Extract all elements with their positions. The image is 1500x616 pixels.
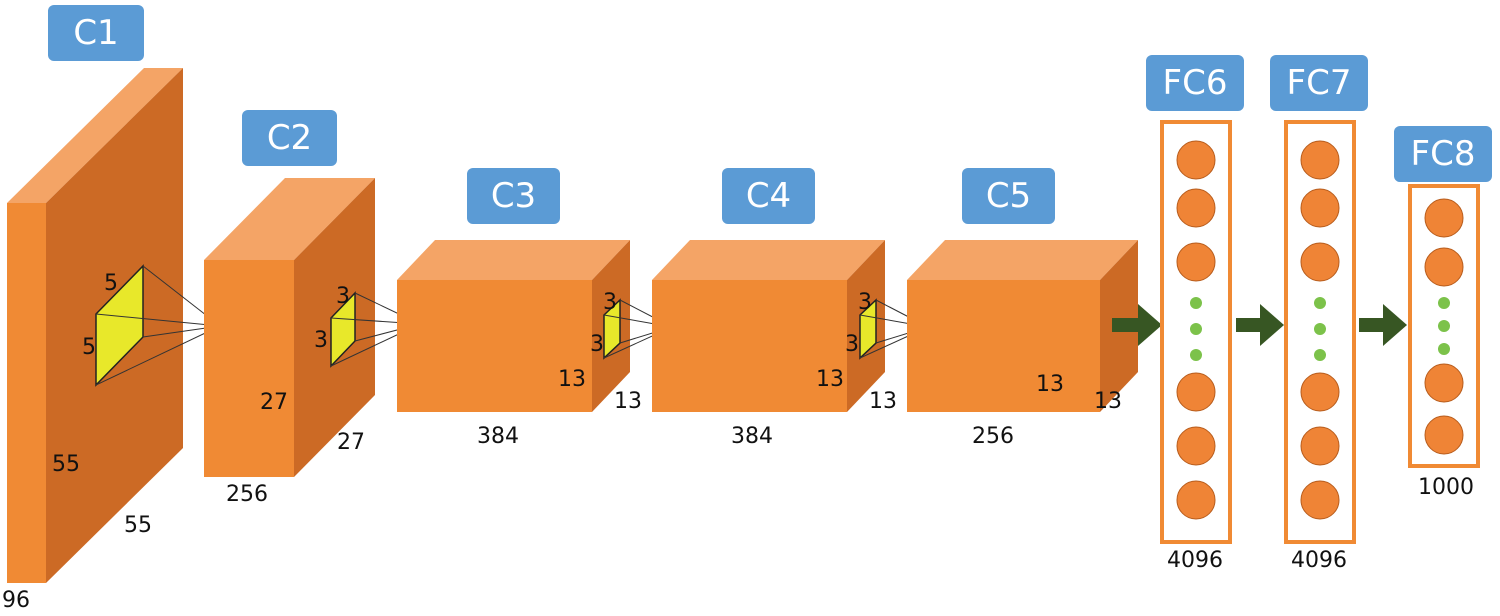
fc6-neuron [1176, 480, 1216, 520]
c2-depth-label: 256 [226, 482, 268, 507]
arrow-shaft [1112, 318, 1140, 332]
fc8-dot [1438, 320, 1450, 332]
fc6-frame [1160, 120, 1232, 544]
c5-width-label: 13 [1094, 389, 1122, 414]
arrow-fc6-fc7 [1236, 304, 1284, 346]
c4-depth-label: 384 [731, 424, 773, 449]
fc7-dot [1314, 323, 1326, 335]
c2-block-front [204, 260, 294, 477]
fc7-neuron [1300, 140, 1340, 180]
c1-tag: C1 [48, 5, 144, 61]
fc7-dot [1314, 297, 1326, 309]
c2-height-label: 27 [260, 390, 288, 415]
fc8-dot [1438, 297, 1450, 309]
c1-block [7, 68, 183, 583]
fc6-dot [1190, 297, 1202, 309]
c3-depth-label: 384 [477, 424, 519, 449]
fc8-dot [1438, 343, 1450, 355]
fc7-neuron [1300, 426, 1340, 466]
fc6-tag: FC6 [1146, 55, 1244, 111]
c3-block-top [397, 240, 630, 280]
c4-kernel-w-label: 3 [845, 332, 859, 357]
c1-kernel-ray [95, 325, 221, 386]
c3-width-label: 13 [614, 389, 642, 414]
fc8-units-label: 1000 [1418, 475, 1474, 500]
c3-kernel [603, 298, 673, 360]
arrow-head [1138, 304, 1162, 346]
arrow-c5-fc6 [1112, 304, 1162, 346]
c3-kernel-w-label: 3 [590, 332, 604, 357]
c4-kernel-h-label: 3 [858, 290, 872, 315]
c5-block [907, 240, 1138, 412]
c1-depth-label: 96 [2, 588, 30, 613]
fc6-neuron [1176, 242, 1216, 282]
fc8-frame [1408, 184, 1480, 468]
c5-depth-label: 256 [972, 424, 1014, 449]
c4-tag: C4 [722, 168, 815, 224]
c2-tag: C2 [242, 110, 337, 166]
c5-tag: C5 [962, 168, 1055, 224]
fc6-neuron [1176, 188, 1216, 228]
c1-kernel-h-label: 5 [104, 271, 118, 296]
c5-height-label: 13 [1036, 372, 1064, 397]
fc7-neuron [1300, 242, 1340, 282]
c2-kernel-h-label: 3 [336, 284, 350, 309]
fc7-dot [1314, 349, 1326, 361]
c1-block-top [7, 68, 183, 203]
fc6-dot [1190, 349, 1202, 361]
c3-block [397, 240, 630, 412]
c2-width-label: 27 [337, 430, 365, 455]
fc7-neuron [1300, 480, 1340, 520]
fc7-neuron [1300, 188, 1340, 228]
fc8-neuron [1424, 198, 1464, 238]
c1-kernel-w-label: 5 [82, 335, 96, 360]
fc7-neuron [1300, 372, 1340, 412]
fc7-column [1284, 120, 1356, 544]
c1-kernel-ray [95, 313, 221, 327]
fc8-neuron [1424, 415, 1464, 455]
c3-kernel-h-label: 3 [603, 290, 617, 315]
c4-kernel [859, 298, 929, 360]
c3-tag: C3 [467, 168, 560, 224]
fc8-column [1408, 184, 1480, 468]
fc6-neuron [1176, 372, 1216, 412]
c1-height-label: 55 [52, 452, 80, 477]
c5-block-front [907, 280, 1100, 412]
fc8-tag: FC8 [1394, 126, 1492, 182]
fc6-dot [1190, 323, 1202, 335]
c4-block [652, 240, 885, 412]
c1-block-front [7, 203, 46, 583]
c3-block-front [397, 280, 592, 412]
fc6-column [1160, 120, 1232, 544]
fc6-neuron [1176, 426, 1216, 466]
c4-width-label: 13 [869, 389, 897, 414]
fc7-tag: FC7 [1270, 55, 1368, 111]
c4-block-front [652, 280, 847, 412]
arrow-head [1383, 304, 1407, 346]
c2-block-top [204, 178, 375, 260]
fc7-units-label: 4096 [1291, 548, 1347, 573]
c4-height-label: 13 [816, 367, 844, 392]
fc7-frame [1284, 120, 1356, 544]
arrow-head [1260, 304, 1284, 346]
fc6-neuron [1176, 140, 1216, 180]
c4-block-top [652, 240, 885, 280]
arrow-shaft [1359, 318, 1385, 332]
c3-height-label: 13 [558, 367, 586, 392]
c2-kernel-w-label: 3 [314, 328, 328, 353]
fc8-neuron [1424, 247, 1464, 287]
fc8-neuron [1424, 363, 1464, 403]
c1-width-label: 55 [124, 513, 152, 538]
fc6-units-label: 4096 [1167, 548, 1223, 573]
arrow-shaft [1236, 318, 1262, 332]
c5-block-top [907, 240, 1138, 280]
arrow-fc7-fc8 [1359, 304, 1407, 346]
